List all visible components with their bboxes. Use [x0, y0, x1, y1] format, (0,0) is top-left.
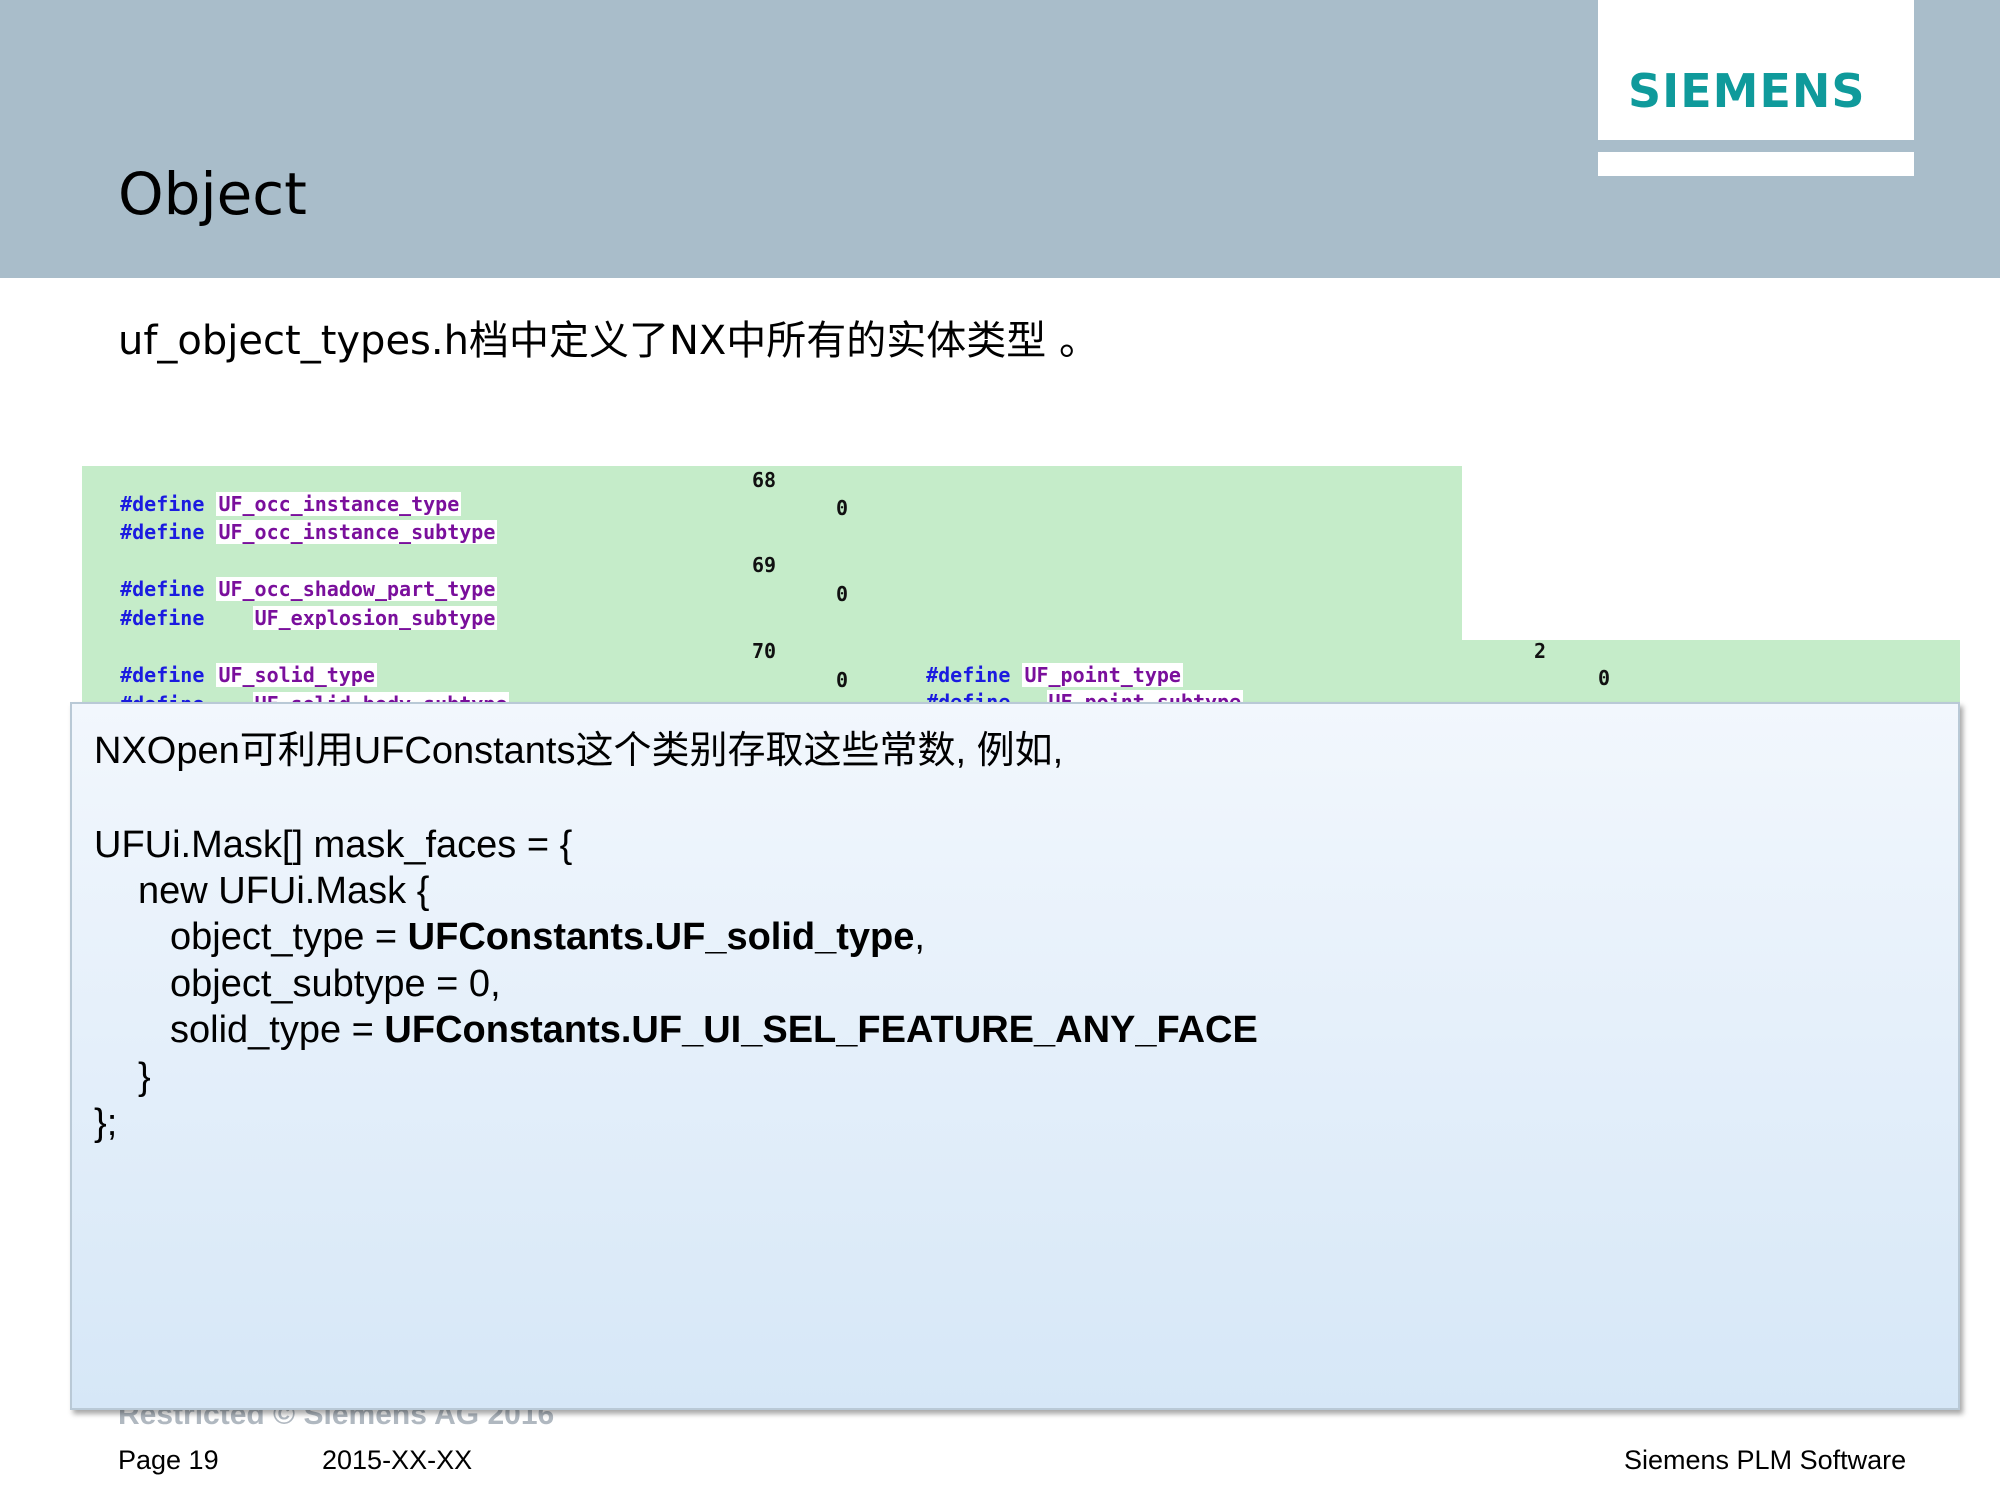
code-value: 0 — [836, 496, 849, 520]
siemens-logo: SIEMENS — [1628, 64, 1866, 118]
code-value: 0 — [836, 582, 849, 606]
footer-company: Siemens PLM Software — [1624, 1445, 1907, 1475]
code-text: UFUi.Mask[] mask_faces = { — [94, 824, 573, 866]
slide-title: Object — [118, 160, 307, 228]
code-text: }; — [94, 1102, 118, 1144]
subtitle: uf_object_types.h档中定义了NX中所有的实体类型 。 — [118, 318, 1099, 364]
logo-strip — [1598, 152, 1914, 176]
callout-intro: NXOpen可利用UFConstants这个类别存取这些常数, 例如, — [94, 730, 1064, 772]
code-text: } — [138, 1056, 151, 1098]
code-text: solid_type = UFConstants.UF_UI_SEL_FEATU… — [170, 1009, 1258, 1051]
code-value: 0 — [836, 668, 849, 692]
code-line: #define UF_point_type — [926, 663, 1183, 687]
code-value: 69 — [752, 553, 777, 577]
code-text: object_type = UFConstants.UF_solid_type, — [170, 916, 925, 958]
code-line: #define UF_explosion_subtype — [120, 606, 498, 630]
code-line: #define UF_occ_instance_subtype — [120, 520, 498, 544]
code-example-callout — [70, 702, 1960, 1410]
logo-box — [1598, 0, 1914, 140]
code-line: #define UF_occ_instance_type — [120, 492, 462, 516]
footer-date: 2015-XX-XX — [322, 1445, 473, 1475]
code-value: 0 — [1598, 666, 1611, 690]
code-line: #define UF_occ_shadow_part_type — [120, 577, 498, 601]
code-value: 70 — [752, 639, 777, 663]
code-text: new UFUi.Mask { — [138, 870, 430, 912]
code-value: 68 — [752, 468, 777, 492]
code-line: #define UF_solid_type — [120, 663, 377, 687]
code-text: object_subtype = 0, — [170, 963, 501, 1005]
code-value: 2 — [1534, 639, 1547, 663]
page-number: Page 19 — [118, 1445, 219, 1475]
